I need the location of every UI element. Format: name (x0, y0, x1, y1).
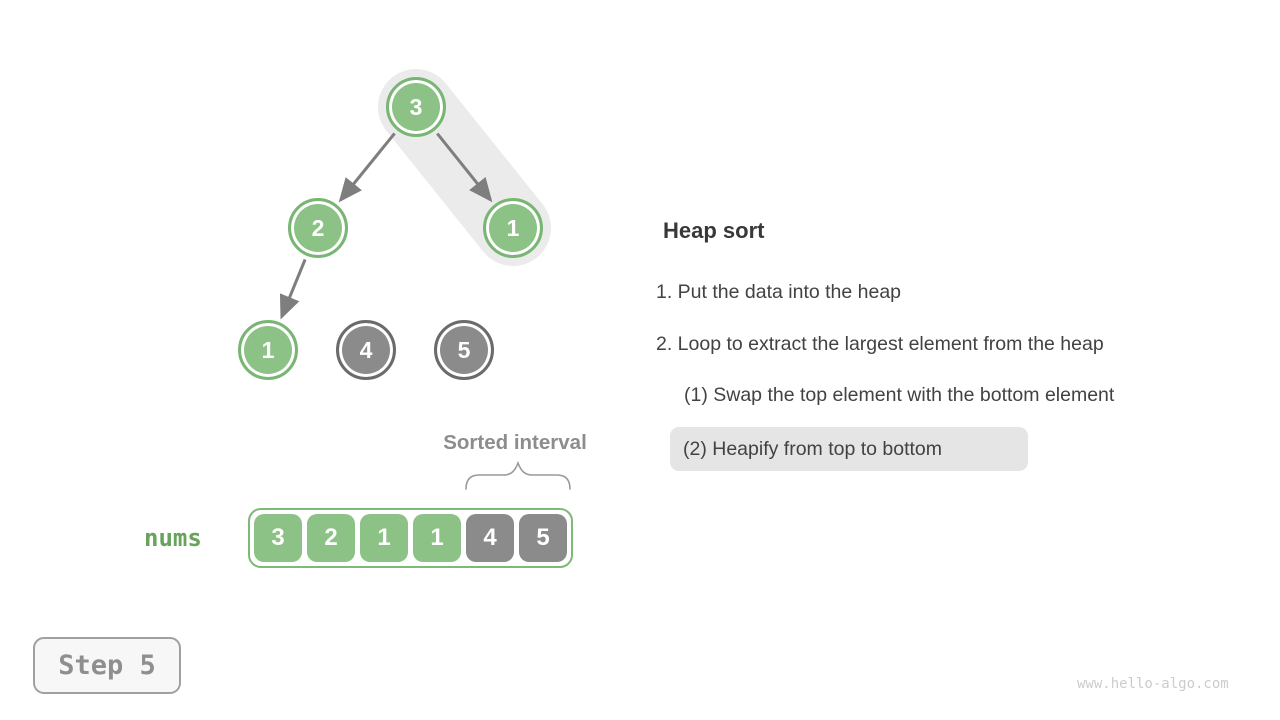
tree-node-left-child: 2 (288, 198, 348, 258)
explanation-step-1: 1. Put the data into the heap (656, 281, 902, 303)
panel-title: Heap sort (663, 218, 765, 243)
array-cell-3: 1 (413, 514, 461, 562)
sorted-interval-brace (465, 460, 571, 490)
array-cell-4: 4 (466, 514, 514, 562)
tree-node-middle-leaf: 4 (336, 320, 396, 380)
array-cell-5: 5 (519, 514, 567, 562)
edge-root-to-left-child (338, 132, 396, 203)
tree-edges (279, 132, 493, 320)
array-cell-0: 3 (254, 514, 302, 562)
step-indicator-label: Step 5 (58, 650, 156, 681)
explanation-step-2-2-highlighted: (2) Heapify from top to bottom (670, 427, 1028, 471)
watermark: www.hello-algo.com (1077, 676, 1229, 692)
array-cell-1: 2 (307, 514, 355, 562)
nums-array-label: nums (144, 524, 202, 552)
explanation-step-2-1: (1) Swap the top element with the bottom… (684, 384, 1115, 406)
tree-node-right-leaf: 5 (434, 320, 494, 380)
array-cell-2: 1 (360, 514, 408, 562)
explanation-step-2: 2. Loop to extract the largest element f… (656, 333, 1104, 355)
edge-root-to-right-child (436, 132, 493, 203)
nums-array: 3 2 1 1 4 5 (248, 508, 573, 568)
edge-left-child-to-left-leaf (279, 258, 307, 320)
tree-node-left-leaf: 1 (238, 320, 298, 380)
tree-node-root: 3 (386, 77, 446, 137)
sorted-interval-label: Sorted interval (443, 431, 587, 454)
step-indicator: Step 5 (33, 637, 181, 694)
tree-node-right-child: 1 (483, 198, 543, 258)
